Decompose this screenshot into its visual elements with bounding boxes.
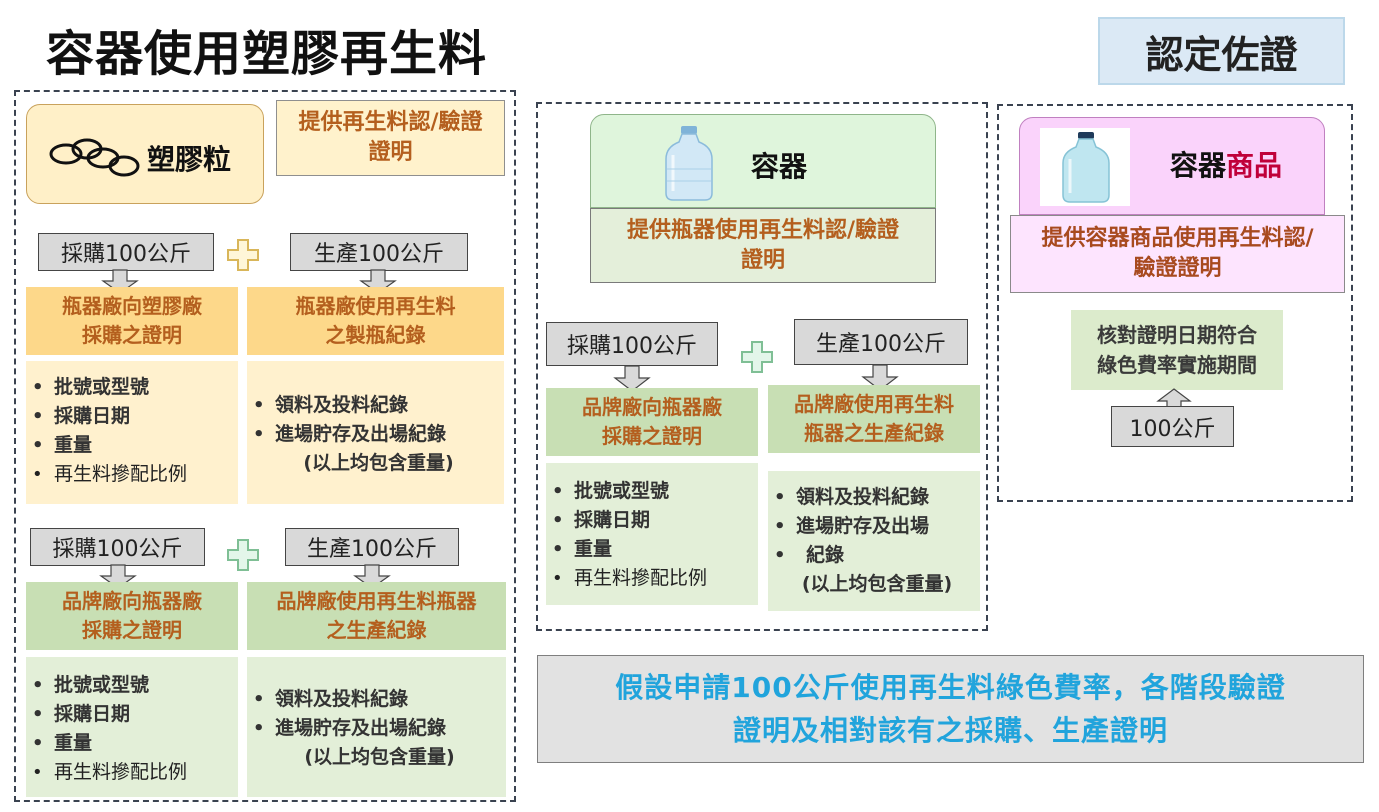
pellets-panel bbox=[14, 90, 516, 802]
list-item: 重量 bbox=[26, 729, 238, 758]
head-line: 品牌廠使用再生料瓶器 bbox=[276, 589, 477, 613]
container-panel bbox=[536, 102, 988, 631]
up-arrow-icon bbox=[1156, 388, 1192, 409]
head-line: 品牌廠向瓶器廠 bbox=[62, 589, 202, 613]
head-line: 瓶器之生產紀錄 bbox=[804, 421, 944, 445]
list-item: 批號或型號 bbox=[26, 373, 238, 402]
container-buy-box: 採購100公斤 bbox=[546, 322, 718, 366]
down-arrow-icon bbox=[861, 364, 899, 391]
product-header-label-part2: 商品 bbox=[1226, 149, 1283, 182]
weight-note: (以上均包含重量) bbox=[303, 452, 454, 474]
weight-note: (以上均包含重量) bbox=[801, 573, 953, 595]
pellets-row1-buy-box: 採購100公斤 bbox=[38, 233, 214, 271]
list-item: 再生料摻配比例 bbox=[26, 758, 238, 787]
list-item: 採購日期 bbox=[26, 700, 238, 729]
head-line: 採購之證明 bbox=[602, 424, 702, 448]
container-provide-line2: 證明 bbox=[740, 247, 785, 273]
weight-note: (以上均包含重量) bbox=[304, 746, 455, 768]
list-item: 進場貯存及出場 bbox=[768, 512, 980, 541]
list-item: 進場貯存及出場紀錄 bbox=[247, 420, 504, 449]
head-line: 瓶器廠向塑膠廠 bbox=[62, 294, 202, 318]
container-left-head: 品牌廠向瓶器廠 採購之證明 bbox=[546, 388, 758, 456]
check-line: 綠色費率實施期間 bbox=[1097, 353, 1257, 377]
page-title: 容器使用塑膠再生料 bbox=[46, 26, 488, 82]
container-left-list: 批號或型號 採購日期 重量 再生料摻配比例 bbox=[546, 463, 758, 593]
container-right-list-box: 領料及投料紀錄 進場貯存及出場 紀錄 (以上均包含重量) bbox=[768, 471, 980, 611]
head-line: 瓶器廠使用再生料 bbox=[295, 294, 456, 318]
check-line: 核對證明日期符合 bbox=[1097, 323, 1257, 347]
plus-icon bbox=[227, 239, 259, 271]
list-item: 領料及投料紀錄 bbox=[247, 391, 504, 420]
pellets-provide-line2: 證明 bbox=[368, 140, 413, 165]
container-left-list-box: 批號或型號 採購日期 重量 再生料摻配比例 bbox=[546, 463, 758, 605]
product-header: 容器商品 bbox=[1019, 117, 1325, 215]
list-item: 領料及投料紀錄 bbox=[768, 483, 980, 512]
summary-box: 假設申請100公斤使用再生料綠色費率，各階段驗證 證明及相對該有之採購、生產證明 bbox=[537, 655, 1364, 763]
certification-badge: 認定佐證 bbox=[1098, 17, 1345, 85]
product-check-box: 核對證明日期符合 綠色費率實施期間 bbox=[1071, 310, 1283, 390]
head-line: 品牌廠使用再生料 bbox=[794, 392, 954, 416]
list-item: 重量 bbox=[26, 431, 238, 460]
pellets-row2-left-head: 品牌廠向瓶器廠 採購之證明 bbox=[26, 582, 238, 650]
list-item: 採購日期 bbox=[26, 402, 238, 431]
pellets-row2-right-list-box: 領料及投料紀錄 進場貯存及出場紀錄 (以上均包含重量) bbox=[247, 657, 506, 797]
pellets-row2-buy-box: 採購100公斤 bbox=[30, 528, 205, 566]
head-line: 之生產紀錄 bbox=[326, 618, 427, 642]
list-item: 批號或型號 bbox=[26, 671, 238, 700]
list-item: 採購日期 bbox=[546, 506, 758, 535]
pellets-row1-left-list-box: 批號或型號 採購日期 重量 再生料摻配比例 bbox=[26, 361, 238, 504]
down-arrow-icon bbox=[613, 365, 651, 392]
pellets-row1-left-head: 瓶器廠向塑膠廠 採購之證明 bbox=[26, 287, 238, 355]
pellets-row1-right-list-box: 領料及投料紀錄 進場貯存及出場紀錄 (以上均包含重量) bbox=[247, 361, 504, 504]
list-item-continuation: 紀錄 bbox=[768, 541, 980, 570]
list-item: 再生料摻配比例 bbox=[26, 460, 238, 489]
product-image-frame bbox=[1040, 128, 1130, 206]
pellets-row2-left-list: 批號或型號 採購日期 重量 再生料摻配比例 bbox=[26, 657, 238, 787]
pellets-row1-right-list: 領料及投料紀錄 進場貯存及出場紀錄 bbox=[247, 361, 504, 449]
product-provide-line2: 驗證證明 bbox=[1133, 256, 1222, 281]
plus-icon bbox=[741, 341, 773, 373]
list-item: 批號或型號 bbox=[546, 477, 758, 506]
product-weight-box: 100公斤 bbox=[1111, 406, 1234, 447]
pellets-row2-produce-box: 生產100公斤 bbox=[285, 528, 459, 566]
product-provide-box: 提供容器商品使用再生料認/ 驗證證明 bbox=[1010, 215, 1345, 293]
product-panel bbox=[997, 104, 1353, 502]
container-right-list: 領料及投料紀錄 進場貯存及出場 紀錄 bbox=[768, 471, 980, 570]
summary-line2: 證明及相對該有之採購、生產證明 bbox=[732, 714, 1168, 747]
container-provide-line1: 提供瓶器使用再生料認/驗證 bbox=[626, 217, 900, 243]
head-line: 品牌廠向瓶器廠 bbox=[582, 395, 722, 419]
plus-icon bbox=[227, 539, 259, 571]
list-item: 進場貯存及出場紀錄 bbox=[247, 714, 506, 743]
pellets-row1-produce-box: 生產100公斤 bbox=[290, 233, 468, 271]
pellets-row1-right-head: 瓶器廠使用再生料 之製瓶紀錄 bbox=[247, 287, 504, 355]
container-produce-box: 生產100公斤 bbox=[794, 319, 968, 365]
pellets-provide-box: 提供再生料認/驗證 證明 bbox=[276, 100, 505, 176]
pellets-row2-left-list-box: 批號或型號 採購日期 重量 再生料摻配比例 bbox=[26, 657, 238, 797]
pellets-provide-line1: 提供再生料認/驗證 bbox=[298, 110, 483, 136]
pellets-row1-left-list: 批號或型號 採購日期 重量 再生料摻配比例 bbox=[26, 361, 238, 489]
head-line: 之製瓶紀錄 bbox=[325, 323, 426, 347]
container-provide-box: 提供瓶器使用再生料認/驗證 證明 bbox=[590, 208, 936, 283]
summary-line1: 假設申請100公斤使用再生料綠色費率，各階段驗證 bbox=[615, 670, 1286, 704]
bottle-icon bbox=[665, 126, 713, 201]
head-line: 採購之證明 bbox=[82, 323, 182, 347]
bottle-icon bbox=[1062, 132, 1110, 203]
pellets-row2-right-list: 領料及投料紀錄 進場貯存及出場紀錄 bbox=[247, 657, 506, 743]
product-header-label: 容器商品 bbox=[1170, 144, 1282, 184]
pellets-header-label: 塑膠粒 bbox=[147, 143, 232, 176]
pellets-header: 塑膠粒 bbox=[26, 104, 264, 204]
container-header: 容器 bbox=[590, 114, 936, 208]
product-header-label-part1: 容器 bbox=[1170, 149, 1227, 182]
pellets-row2-right-head: 品牌廠使用再生料瓶器 之生產紀錄 bbox=[247, 582, 506, 650]
container-header-label: 容器 bbox=[751, 150, 808, 183]
container-right-head: 品牌廠使用再生料 瓶器之生產紀錄 bbox=[768, 385, 980, 453]
pellet-rings-icon bbox=[49, 138, 140, 177]
list-item: 重量 bbox=[546, 535, 758, 564]
head-line: 採購之證明 bbox=[82, 618, 182, 642]
list-item: 領料及投料紀錄 bbox=[247, 685, 506, 714]
list-item: 再生料摻配比例 bbox=[546, 564, 758, 593]
product-provide-line1: 提供容器商品使用再生料認/ bbox=[1041, 226, 1314, 252]
